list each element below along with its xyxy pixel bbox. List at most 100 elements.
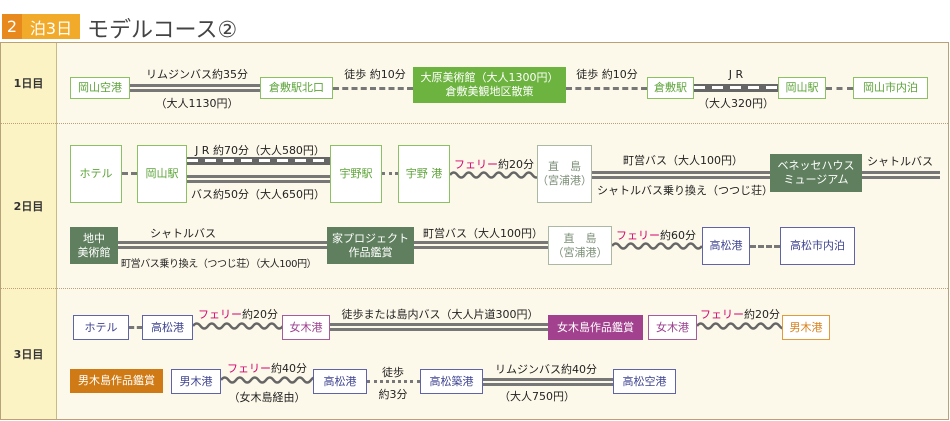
- node-okayama-station: 岡山駅: [778, 77, 826, 99]
- route-label: フェリー約40分: [227, 360, 307, 376]
- route-label: フェリー約60分: [616, 227, 696, 243]
- node-takamatsu-chikko: 高松築港: [420, 369, 483, 394]
- fare-label: （大人750円）: [499, 390, 575, 403]
- route-label: リムジンバス約40分: [495, 363, 597, 376]
- route-label: J R 約70分（大人580円）: [195, 144, 325, 157]
- route-label: バス約50分（大人650円）: [191, 188, 325, 201]
- jr-line: [187, 157, 330, 165]
- node-uno-port: 宇野 港: [398, 145, 450, 203]
- route-label: フェリー約20分: [700, 306, 780, 322]
- node-megijima-art: 女木島作品鑑賞: [548, 315, 643, 340]
- bus-line: [187, 175, 330, 183]
- node-art-house-project: 家プロジェクト作品鑑賞: [327, 227, 414, 264]
- bus-line: [330, 323, 548, 331]
- ferry-wave: [697, 322, 782, 330]
- node-line: 直 島: [563, 231, 597, 245]
- ferry-word: フェリー: [700, 308, 744, 321]
- ferry-line: [697, 322, 782, 330]
- walk-line: [750, 245, 780, 248]
- node-ogijima-art: 男木島作品鑑賞: [70, 369, 163, 393]
- node-line: 作品鑑賞: [348, 245, 393, 259]
- route-label: フェリー約20分: [454, 156, 534, 172]
- node-line: 直 島: [548, 160, 581, 173]
- node-megi-port: 女木港: [648, 315, 697, 340]
- bus-line: [483, 378, 613, 386]
- node-takamatsu-airport: 高松空港: [613, 369, 676, 394]
- node-kurashiki-north: 倉敷駅北口: [260, 77, 333, 99]
- ferry-word: フェリー: [198, 308, 242, 321]
- bus-line: [414, 241, 548, 249]
- route-label: 徒歩または島内バス（大人片道300円）: [341, 308, 539, 321]
- node-line: 美術館: [77, 245, 111, 259]
- ferry-word: フェリー: [616, 229, 660, 242]
- walk-line: [566, 87, 647, 90]
- walk-line: [122, 172, 137, 175]
- node-line: （宮浦港）: [552, 245, 608, 259]
- ferry-wave: [221, 376, 313, 384]
- ferry-time: 約20分: [498, 158, 534, 171]
- day-label-3: 3日目: [1, 288, 57, 419]
- node-line: ベネッセハウス: [777, 159, 855, 172]
- node-ogi-port: 男木港: [782, 315, 830, 340]
- page-title: モデルコース②: [87, 18, 238, 43]
- route-label: 約3分: [378, 388, 408, 401]
- jr-line: [694, 84, 778, 92]
- ferry-word: フェリー: [227, 362, 271, 375]
- node-line: 大原美術館（大人1300円）: [420, 71, 559, 84]
- node-takamatsu-stay: 高松市内泊: [780, 227, 855, 265]
- ferry-time: 約60分: [660, 229, 696, 242]
- route-label: 町営バス（大人100円）: [623, 154, 743, 167]
- day-label-2: 2日目: [1, 123, 57, 288]
- node-takamatsu-port: 高松港: [313, 369, 367, 394]
- ferry-line: [450, 171, 537, 179]
- walk-line: [333, 87, 413, 90]
- node-chichu-museum: 地中美術館: [70, 227, 118, 264]
- bus-line: [130, 84, 260, 92]
- node-naoshima: 直 島（宮浦港）: [548, 226, 612, 265]
- route-label: （女木島経由）: [228, 391, 306, 404]
- route-label: 町営バス（大人100円）: [423, 227, 543, 240]
- title-badge-text: 泊3日: [22, 14, 80, 39]
- route-label: シャトルバス: [867, 155, 933, 168]
- node-okayama-airport: 岡山空港: [70, 77, 130, 99]
- node-line: 倉敷美観地区散策: [445, 85, 534, 98]
- node-kurashiki-station: 倉敷駅: [647, 77, 694, 99]
- bus-line: [118, 241, 327, 249]
- node-naoshima: 直 島（宮浦港）: [537, 145, 592, 203]
- ferry-line: [193, 322, 282, 330]
- day-label-1: 1日目: [1, 43, 57, 123]
- walk-line: [129, 326, 142, 329]
- node-hotel: ホテル: [70, 145, 122, 203]
- route-label: 徒歩 約10分: [344, 68, 406, 81]
- bus-line: [862, 171, 940, 179]
- ferry-line: [612, 242, 702, 250]
- walk-line: [382, 172, 398, 175]
- ferry-time: 約40分: [271, 362, 307, 375]
- fare-label: （大人1130円）: [155, 97, 239, 110]
- node-line: 家プロジェクト: [332, 231, 409, 245]
- node-ogi-port: 男木港: [171, 369, 221, 394]
- ferry-wave: [193, 322, 282, 330]
- node-okayama-stay: 岡山市内泊: [853, 77, 928, 99]
- route-label: 徒歩: [382, 366, 404, 379]
- route-label: シャトルバス乗り換え（つつじ荘）: [597, 184, 773, 197]
- fare-label: （大人320円）: [698, 97, 774, 110]
- route-label: 町営バス乗り換え（つつじ荘）（大人100円）: [121, 259, 317, 270]
- route-label: 徒歩 約10分: [576, 68, 638, 81]
- ferry-wave: [450, 171, 537, 179]
- route-label: リムジンバス約35分: [146, 68, 248, 81]
- node-megi-port: 女木港: [282, 315, 330, 340]
- title-badge-number: 2: [2, 14, 22, 39]
- node-okayama-station: 岡山駅: [137, 145, 187, 203]
- route-label: J R: [728, 68, 744, 81]
- ferry-time: 約20分: [242, 308, 278, 321]
- node-line: ミュージアム: [783, 173, 849, 186]
- node-takamatsu-port: 高松港: [702, 227, 750, 265]
- ferry-wave: [612, 242, 702, 250]
- row-divider: [1, 123, 948, 124]
- ferry-time: 約20分: [744, 308, 780, 321]
- node-uno-station: 宇野駅: [330, 145, 382, 203]
- walk-line: [367, 380, 420, 383]
- ferry-word: フェリー: [454, 158, 498, 171]
- node-line: 地中: [83, 231, 105, 245]
